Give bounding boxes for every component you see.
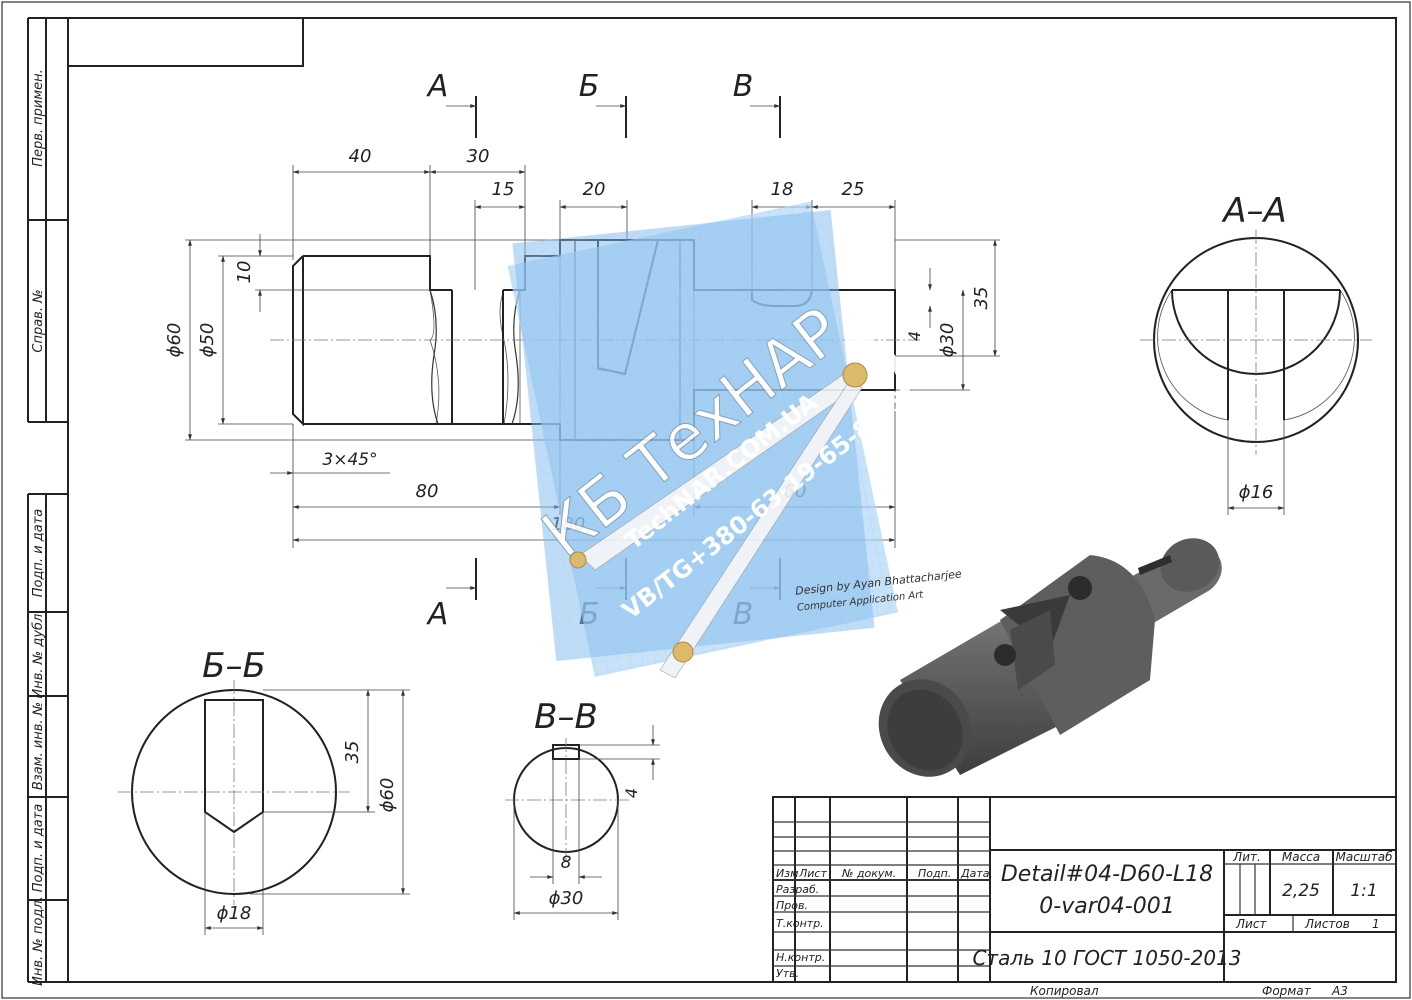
dim-80: 80 (416, 481, 439, 502)
dim-15: 15 (492, 179, 515, 200)
vv-dim-phi30: ϕ30 (549, 888, 584, 909)
chamfer-end (292, 255, 304, 427)
dim-phi50: ϕ50 (197, 323, 218, 358)
part-3d-render (878, 538, 1222, 777)
tb-prov: Пров. (776, 899, 808, 912)
section-mark-b-top: Б (579, 69, 600, 104)
dim-4: 4 (905, 331, 924, 341)
top-left-stamp (67, 18, 304, 67)
dim-18: 18 (771, 179, 794, 200)
dim-chamfer: 3×45° (322, 450, 377, 470)
tb-podp: Подп. (918, 867, 951, 880)
tb-list-label: Лист (1235, 917, 1267, 931)
section-mark-v-top: В (733, 69, 754, 104)
strip-inv-podl: Инв. № подл. (31, 896, 46, 986)
dim-25: 25 (842, 179, 865, 200)
dim-phi30: ϕ30 (937, 323, 958, 358)
watermark: Design by Ayan Bhattacharjee Computer Ap… (507, 201, 962, 679)
dim-35: 35 (971, 287, 992, 310)
dim-40: 40 (349, 146, 372, 167)
tb-data: Дата (960, 867, 990, 880)
tb-designation-2: 0-var04-001 (1039, 894, 1174, 919)
tb-dokum: № докум. (841, 867, 896, 880)
tb-nkontr: Н.контр. (776, 951, 825, 964)
side-strip: Перв. примен. Справ. № Подп. и дата Инв.… (27, 17, 68, 986)
tb-material: Сталь 10 ГОСТ 1050-2013 (972, 946, 1241, 970)
tb-tkontr: Т.контр. (776, 917, 824, 930)
hatch-left-hole (429, 289, 453, 425)
inner-frame (67, 17, 1397, 983)
section-mark-a-top: А (426, 69, 449, 104)
tb-listov-value: 1 (1372, 917, 1380, 931)
strip-inv-dubl: Инв. № дубл. (31, 610, 46, 699)
section-a-a-title: А–А (1221, 191, 1287, 231)
hatch-right-hole (499, 289, 521, 425)
dim-phi18: ϕ18 (217, 903, 252, 924)
tb-kopiroval: Копировал (1030, 984, 1099, 998)
dim-20: 20 (583, 179, 606, 200)
vv-dim-8: 8 (561, 853, 572, 873)
strip-podp-data-1: Подп. и дата (31, 509, 46, 598)
dim-30: 30 (467, 146, 490, 167)
bb-dim-phi60: ϕ60 (377, 778, 398, 813)
tb-format-value: А3 (1331, 984, 1348, 998)
tb-utv: Утв. (776, 967, 799, 980)
tb-mass-value: 2,25 (1282, 881, 1320, 901)
section-v-v-title: В–В (534, 697, 598, 737)
tb-designation-1: Detail#04-D60-L18 (1001, 862, 1213, 887)
section-a-a: А–А ϕ16 (1140, 191, 1372, 515)
section-b-b: Б–Б 35 ϕ60 ϕ18 (118, 646, 410, 935)
strip-podp-data-2: Подп. и дата (31, 804, 46, 893)
section-mark-a-bottom: А (426, 597, 449, 632)
tb-scale-value: 1:1 (1350, 881, 1377, 901)
section-v-v: В–В 4 8 ϕ30 (505, 697, 660, 920)
tb-format: Формат (1262, 984, 1312, 998)
strip-perv-primen: Перв. примен. (31, 69, 46, 167)
tb-listov-label: Листов (1304, 917, 1350, 931)
tb-izm: Изм (776, 867, 798, 880)
title-block: Изм Лист № докум. Подп. Дата Разраб. Про… (772, 796, 1397, 998)
tb-masshtab: Масштаб (1335, 850, 1393, 864)
vv-dim-4: 4 (622, 788, 641, 798)
tb-razrab: Разраб. (776, 883, 819, 896)
strip-sprav-no: Справ. № (31, 289, 46, 352)
dim-phi16: ϕ16 (1239, 482, 1274, 503)
tb-lit: Лит. (1232, 850, 1261, 864)
tb-massa: Масса (1282, 850, 1320, 864)
dim-phi60: ϕ60 (164, 323, 185, 358)
section-b-b-title: Б–Б (202, 646, 266, 686)
bb-dim-35: 35 (342, 741, 363, 764)
tb-list: Лист (798, 867, 827, 880)
dim-10: 10 (234, 261, 255, 284)
strip-vzam-inv: Взам. инв. № (31, 702, 46, 790)
